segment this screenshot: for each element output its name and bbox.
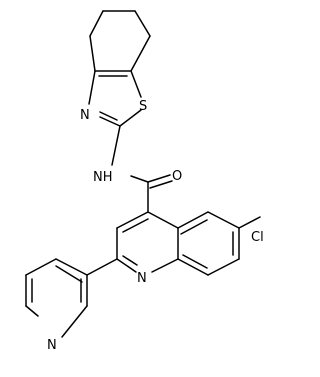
amide-linker — [111, 125, 173, 213]
quinoline-benzene-ring — [177, 211, 261, 276]
thiazole-ring — [88, 70, 142, 127]
molecule-canvas: S N NH O Cl N N — [25, 10, 264, 353]
molecule-structure: S N NH O Cl N N — [25, 10, 264, 353]
carbonyl-oxygen-label: O — [172, 169, 182, 184]
amide-nh-label: NH — [93, 170, 113, 185]
cyclohexane-ring — [89, 10, 151, 72]
chlorine-atom-label: Cl — [251, 230, 264, 245]
quinoline-nitrogen-label: N — [137, 271, 147, 286]
thiazole-nitrogen-label: N — [80, 108, 90, 123]
pyridine-ring — [25, 258, 118, 338]
sulfur-atom-label: S — [139, 99, 147, 114]
pyridine-nitrogen-label: N — [47, 338, 57, 353]
quinoline-pyridine-ring — [116, 211, 179, 273]
